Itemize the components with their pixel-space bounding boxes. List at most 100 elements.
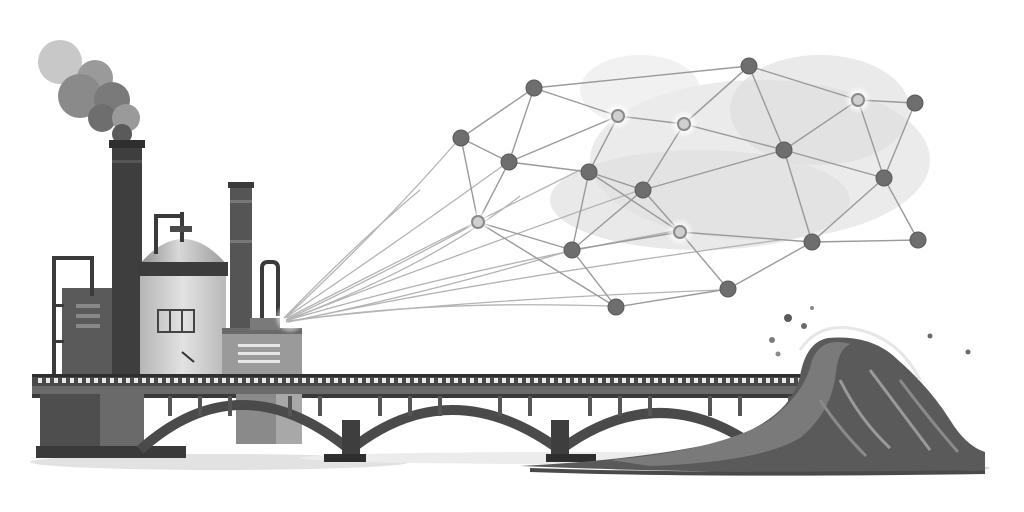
railing-gap [110, 378, 114, 383]
railing-gap [398, 378, 402, 383]
railing-gap [582, 378, 586, 383]
network-node [580, 163, 598, 181]
network-node [634, 181, 652, 199]
railing-gap [254, 378, 258, 383]
network-nodes [452, 57, 927, 316]
network-edge [748, 65, 785, 151]
railing-gap [222, 378, 226, 383]
railing-gap [126, 378, 130, 383]
network-edge [571, 171, 590, 251]
railing-gap [270, 378, 274, 383]
network-edge [571, 231, 681, 251]
railing-gap [390, 378, 394, 383]
network-edge [783, 99, 859, 151]
railing-gap [574, 378, 578, 383]
railing-gap [502, 378, 506, 383]
railing-gap [278, 378, 282, 383]
railing-gap [670, 378, 674, 383]
network-node [677, 117, 691, 131]
railing-gap [382, 378, 386, 383]
railing-gap [238, 378, 242, 383]
railing-gap [646, 378, 650, 383]
railing-gap [406, 378, 410, 383]
network-edge [683, 123, 785, 151]
network-edge [588, 171, 644, 191]
railing-gap [654, 378, 658, 383]
network-edge [811, 239, 919, 243]
network-node [525, 79, 543, 97]
railing-gap [342, 378, 346, 383]
factory [52, 140, 306, 386]
railing-gap [158, 378, 162, 383]
railing-gap [542, 378, 546, 383]
railing-gap [86, 378, 90, 383]
railing-gap [550, 378, 554, 383]
railing-gap [758, 378, 762, 383]
railing-gap [726, 378, 730, 383]
network-node [803, 233, 821, 251]
bridge [32, 374, 832, 462]
railing-gap [638, 378, 642, 383]
railing-gap [534, 378, 538, 383]
railing-gap [134, 378, 138, 383]
railing-gap [38, 378, 42, 383]
railing-gap [438, 378, 442, 383]
railing-gap [366, 378, 370, 383]
railing-gap [54, 378, 58, 383]
railing-gap [478, 378, 482, 383]
network-node [719, 280, 737, 298]
network-edge [588, 171, 681, 233]
railing-gap [486, 378, 490, 383]
network-edge [679, 231, 813, 243]
network-edge [615, 288, 729, 308]
network-edge [460, 87, 535, 139]
railing-gap [470, 378, 474, 383]
railing-gap [622, 378, 626, 383]
network-node [740, 57, 758, 75]
network-edge [508, 115, 619, 163]
railing-gap [702, 378, 706, 383]
railing-gap [734, 378, 738, 383]
railing-gap [454, 378, 458, 383]
network-edge [533, 65, 750, 89]
railing-gap [70, 378, 74, 383]
railing-gap [102, 378, 106, 383]
railing-gap [742, 378, 746, 383]
railing-gap [78, 378, 82, 383]
railing-gap [198, 378, 202, 383]
network-edge [460, 137, 510, 163]
network-edge [533, 87, 619, 117]
emission-streams [283, 137, 781, 323]
railing-gap [614, 378, 618, 383]
railing-gap [190, 378, 194, 383]
network-node [452, 129, 470, 147]
railing-gap [494, 378, 498, 383]
railing-gap [166, 378, 170, 383]
network-node [471, 215, 485, 229]
network-edge [883, 102, 916, 179]
railing-gap [790, 378, 794, 383]
network-edge [811, 177, 885, 243]
network-node [611, 109, 625, 123]
network-edge [883, 177, 919, 241]
network-node [906, 94, 924, 112]
railing-gap [174, 378, 178, 383]
network-edge [727, 241, 813, 290]
railing-gap [430, 378, 434, 383]
railing-gap [94, 378, 98, 383]
railing-gap [302, 378, 306, 383]
network-node [563, 241, 581, 259]
railing-gap [662, 378, 666, 383]
network-node [775, 141, 793, 159]
railing-gap [334, 378, 338, 383]
railing-gap [350, 378, 354, 383]
network-node [607, 298, 625, 316]
railing-gap [782, 378, 786, 383]
railing-gap [262, 378, 266, 383]
network-edge [508, 87, 535, 163]
network-node [875, 169, 893, 187]
railing-gap [678, 378, 682, 383]
railing-gap [462, 378, 466, 383]
smoke-plume [38, 40, 140, 144]
